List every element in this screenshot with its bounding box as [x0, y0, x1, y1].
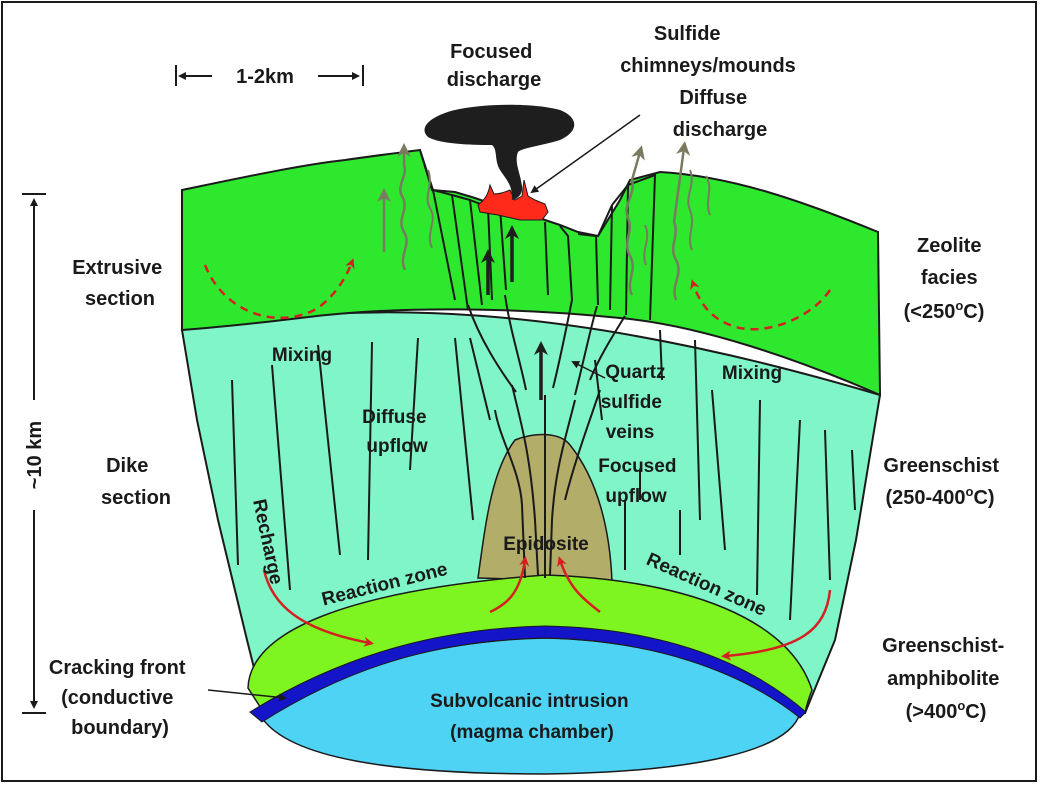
cracking-front: [249, 625, 807, 723]
graben-faults: [419, 149, 657, 321]
sulfide-chimneys-label: Sulfide chimneys/mounds: [620, 23, 796, 77]
magma-chamber-label: Subvolcanic intrusion (magma chamber): [430, 691, 634, 743]
sulfide-chimneys: [477, 179, 549, 221]
diffuse-discharge-label: Diffuse discharge: [673, 87, 767, 141]
mixing-left-label: Mixing: [272, 345, 332, 366]
focused-upflow-label: Focused upflow: [598, 456, 681, 507]
horizontal-scale-label: 1-2km: [236, 66, 294, 88]
quartz-sulfide-veins-label: Quartz sulfide veins: [601, 362, 671, 443]
greenschist-label: Greenschist (250-400oC): [883, 455, 1004, 509]
dike-section-label: Dike section: [101, 455, 171, 509]
recharge-arrows: [262, 556, 832, 661]
diffuse-upflow-label: Diffuse upflow: [362, 407, 432, 457]
leader-lines: [207, 114, 641, 702]
mixing-arrows: [203, 258, 832, 331]
extrusive-section-label: Extrusive section: [72, 257, 168, 310]
black-smoker-plume: [424, 104, 575, 200]
extrusive-section: [181, 148, 882, 397]
upflow-channels: [467, 294, 626, 579]
horizontal-scale-bar: [175, 65, 364, 86]
cracking-front-label: Cracking front (conductive boundary): [49, 657, 191, 739]
mixing-right-label: Mixing: [722, 363, 782, 384]
vertical-scale-bar: [22, 193, 46, 714]
zeolite-label: Zeolite facies (<250oC): [904, 235, 987, 323]
dike-lines: [231, 329, 856, 621]
focused-arrows: [481, 225, 548, 400]
diffuse-arrows: [377, 141, 711, 301]
greenschist-amphibolite-label: Greenschist- amphibolite (>400oC): [882, 635, 1010, 723]
vertical-scale-label: ~10 km: [24, 421, 46, 489]
focused-discharge-label: Focused discharge: [447, 41, 541, 91]
epidosite-label: Epidosite: [503, 534, 589, 555]
